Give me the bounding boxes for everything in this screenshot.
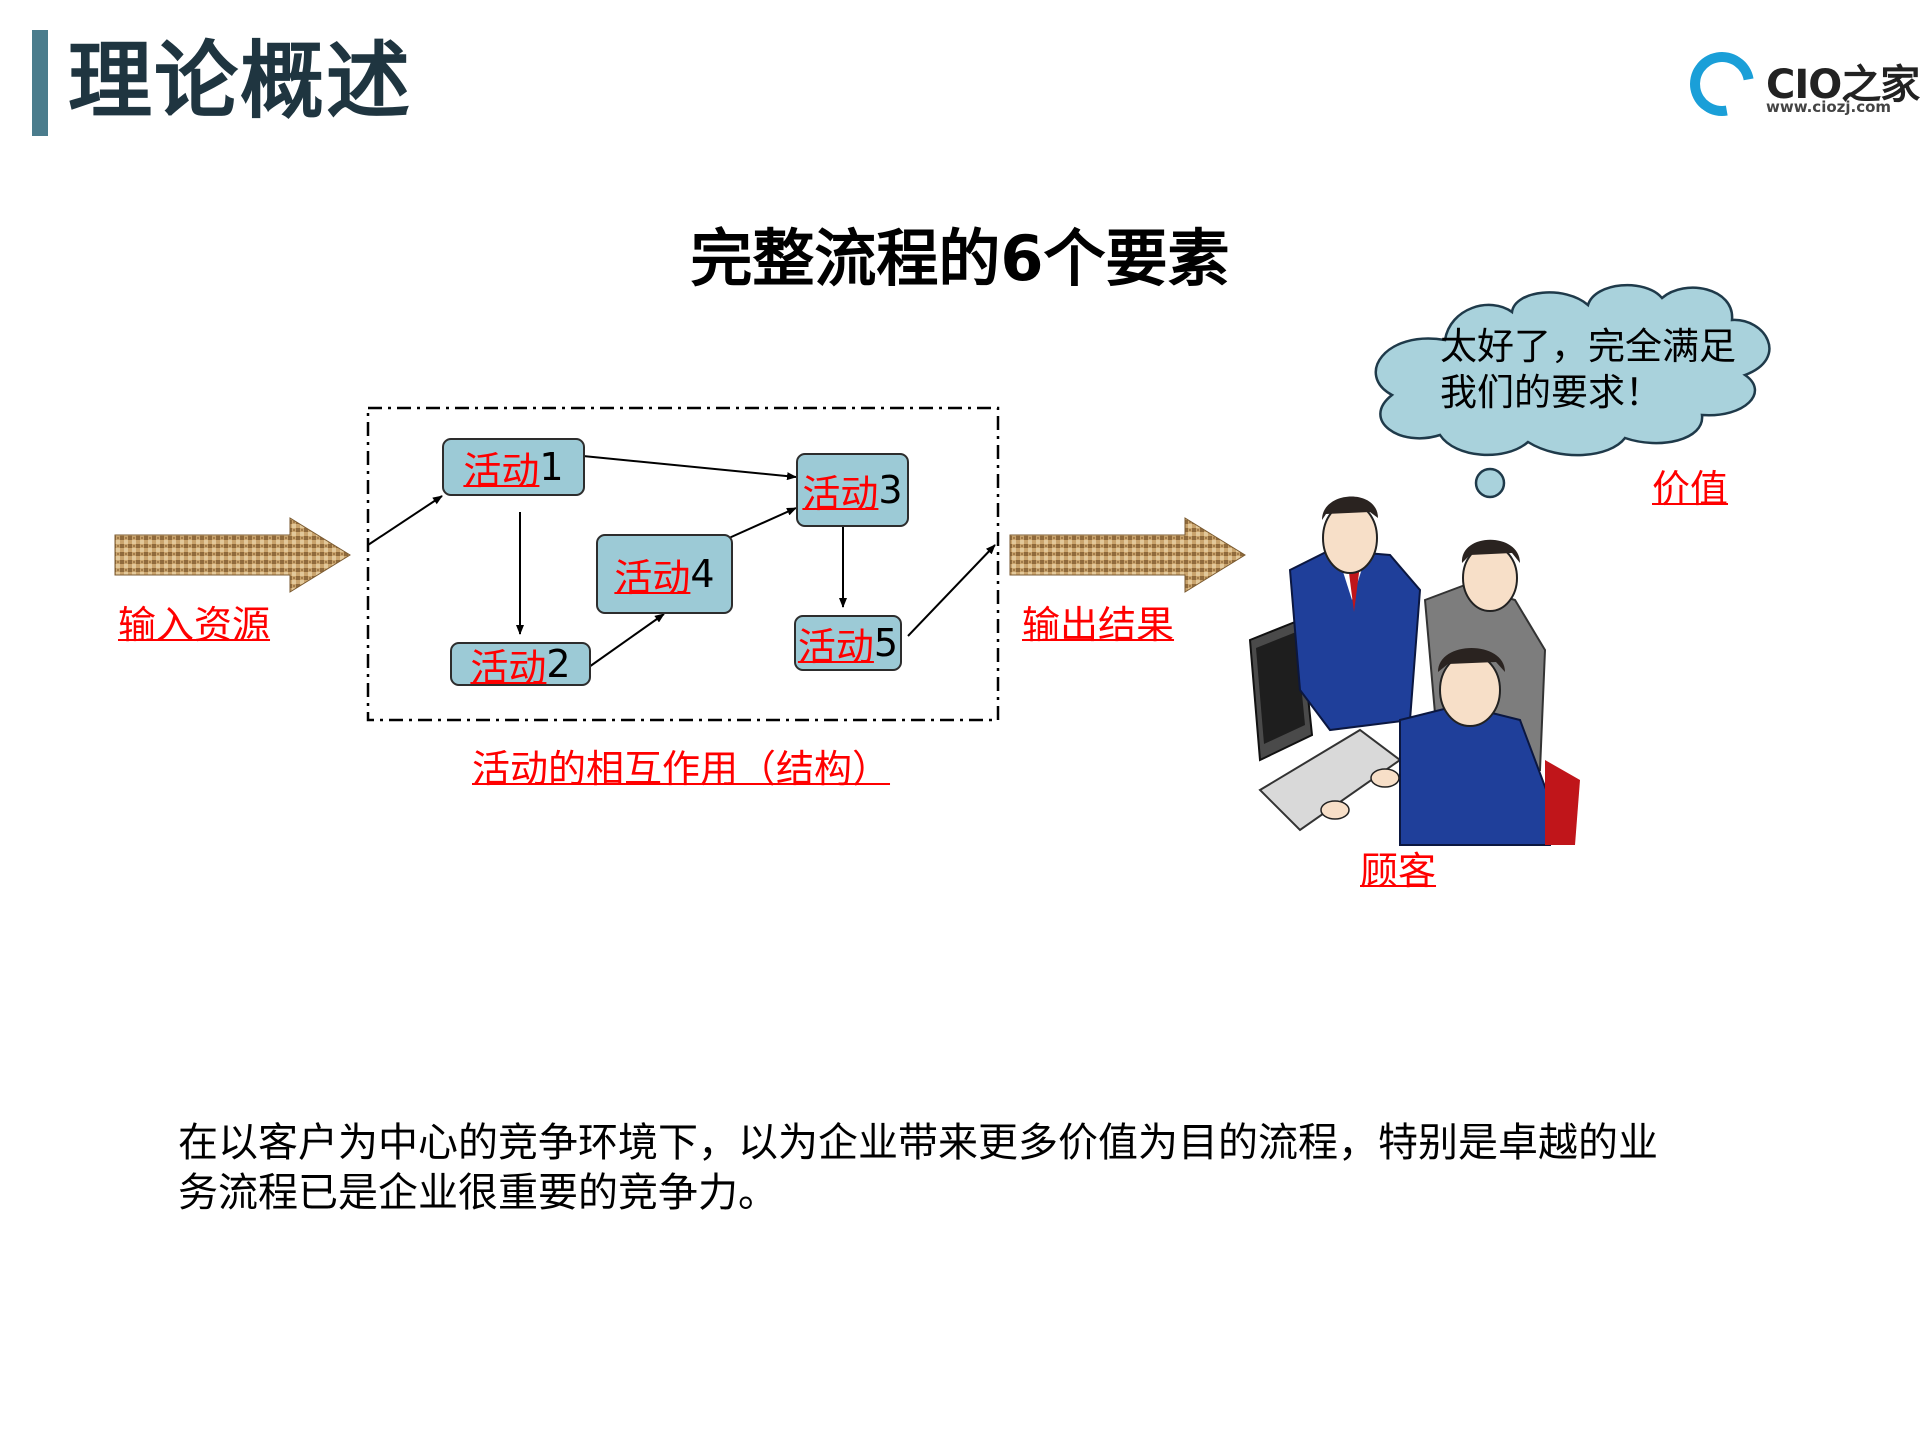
slide-title: 理论概述 [68, 32, 413, 130]
structure-label: 活动的相互作用（结构） [472, 747, 891, 791]
output-results-label: 输出结果 [1022, 603, 1175, 647]
activity-word: 活动 [470, 645, 547, 690]
value-label: 价值 [1652, 467, 1729, 511]
customers-illustration-icon [1248, 496, 1580, 846]
connector-input-to-1 [367, 495, 443, 546]
connector-2-to-4 [588, 613, 665, 668]
connector-4-to-3 [728, 507, 797, 539]
activity-word: 活动 [614, 555, 691, 600]
brand-logo: CIO之家 www.ciozj.com [1677, 39, 1920, 129]
logo-url: www.ciozj.com [1766, 98, 1892, 116]
connector-5-to-output [907, 544, 996, 637]
thought-bubble-text: 太好了，完全满足我们的要求！ [1440, 325, 1736, 414]
diagram-title: 完整流程的6个要素 [690, 222, 1230, 295]
activity-word: 活动 [463, 448, 540, 493]
activity-number: 3 [878, 468, 903, 512]
activity-number: 2 [546, 642, 571, 686]
activity-number: 4 [690, 552, 715, 596]
input-arrow-icon [114, 517, 351, 593]
body-paragraph: 在以客户为中心的竞争环境下，以为企业带来更多价值为目的流程，特别是卓越的业务流程… [178, 1120, 1658, 1216]
output-arrow-icon [1009, 517, 1246, 593]
connector-1-to-3 [582, 455, 797, 481]
structure-boundary [366, 406, 1000, 722]
customer-label: 顾客 [1360, 849, 1437, 893]
title-accent-bar [32, 30, 48, 136]
activity-number: 1 [539, 445, 564, 489]
activity-number: 5 [873, 621, 899, 665]
logo-name: CIO之家 [1766, 62, 1920, 108]
input-resources-label: 输入资源 [118, 603, 271, 647]
activity-word: 活动 [797, 624, 874, 669]
activity-word: 活动 [802, 471, 879, 516]
